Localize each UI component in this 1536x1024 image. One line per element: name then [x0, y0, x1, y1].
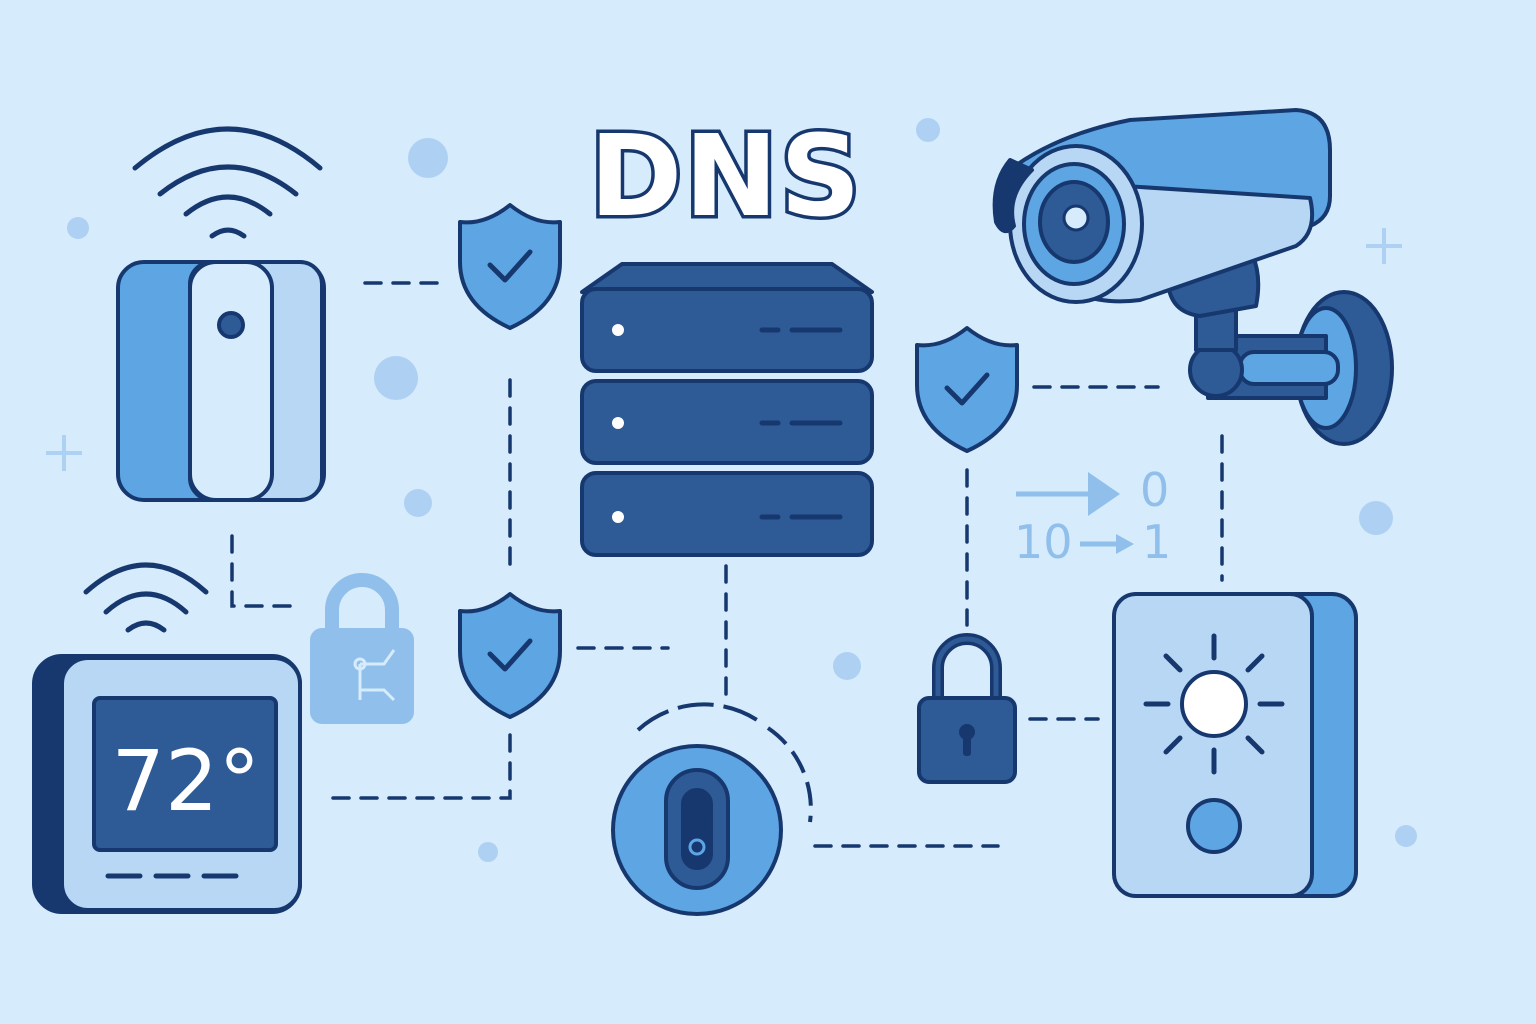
padlock-icon — [310, 573, 414, 724]
padlock-icon — [917, 633, 1017, 784]
smart-button-icon — [611, 702, 813, 916]
shield-check-icon — [458, 203, 562, 330]
thermostat-temperature: 72° — [112, 732, 261, 830]
wifi-signal-icon — [132, 126, 323, 239]
shield-check-icon — [915, 326, 1019, 453]
wifi-signal-icon — [83, 562, 209, 633]
network-connections — [230, 281, 1224, 848]
data-flow-bottom-right: 1 — [1142, 515, 1171, 569]
smart-speaker-icon — [116, 260, 326, 502]
data-flow-bottom-left: 10 — [1014, 515, 1073, 569]
data-flow-arrow-icon: 0 10 1 — [1014, 463, 1171, 569]
diagram-title: DNS — [589, 112, 862, 242]
security-camera-icon — [992, 108, 1394, 446]
dns-server-icon — [580, 262, 874, 557]
data-flow-top-digit: 0 — [1140, 463, 1169, 517]
video-doorbell-icon — [1112, 592, 1358, 898]
background-decorations — [46, 118, 1417, 862]
thermostat-icon: 72° — [32, 654, 302, 914]
shield-check-icon — [458, 592, 562, 719]
